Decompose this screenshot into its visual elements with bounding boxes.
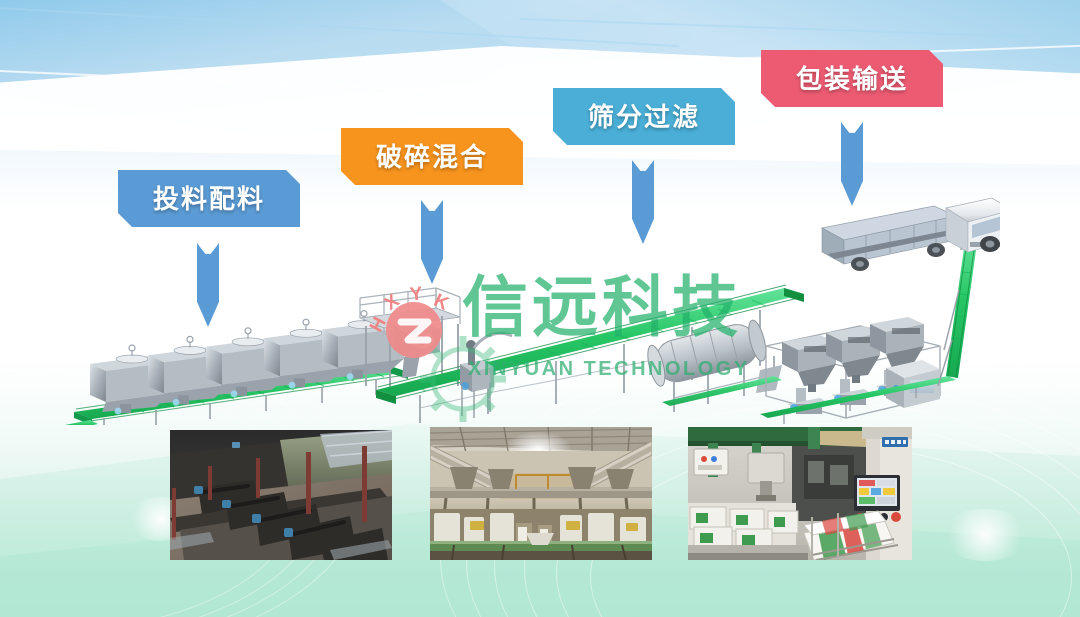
batching-section — [74, 309, 408, 433]
step-label-crushing-text: 破碎混合 — [375, 141, 488, 172]
step-label-crushing[interactable]: 破碎混合 — [341, 128, 523, 185]
loading-conveyor — [937, 232, 982, 387]
rotary-drum-screen — [647, 319, 782, 412]
mid-line-machines — [460, 331, 513, 418]
hopper-group — [90, 309, 404, 415]
loading-truck — [820, 197, 1014, 271]
step-label-screening-text: 筛分过滤 — [587, 101, 700, 132]
photo-feeding[interactable] — [170, 430, 392, 560]
background-glow — [940, 509, 1030, 561]
step-label-feeding-text: 投料配料 — [152, 183, 265, 214]
flow-arrow-screening — [632, 160, 654, 244]
step-label-packaging-text: 包装输送 — [795, 63, 908, 94]
step-label-feeding[interactable]: 投料配料 — [118, 170, 300, 227]
flow-arrow-crushing — [421, 200, 443, 284]
flow-arrow-packaging — [841, 122, 863, 206]
step-label-packaging[interactable]: 包装输送 — [761, 50, 943, 107]
flow-arrow-feeding — [197, 243, 219, 327]
step-label-screening[interactable]: 筛分过滤 — [553, 88, 735, 145]
packaging-bay — [760, 317, 956, 424]
photo-mixing[interactable] — [430, 427, 652, 560]
photo-packaging[interactable] — [688, 427, 912, 560]
